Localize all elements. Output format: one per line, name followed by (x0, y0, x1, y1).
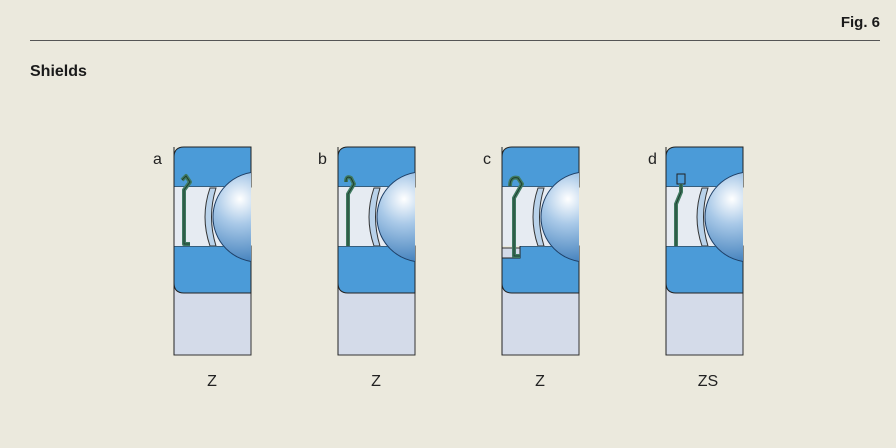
designation-a: Z (207, 373, 217, 390)
ball (704, 172, 743, 262)
cage (696, 187, 709, 247)
header-divider (30, 40, 880, 41)
bearing-section-c (501, 146, 580, 356)
designation-b: Z (371, 373, 381, 390)
bearing-section-a (173, 146, 252, 356)
ball (540, 172, 579, 262)
variant-letter-d: d (648, 151, 657, 168)
figure-label: Fig. 6 (840, 14, 880, 31)
variant-letter-b: b (318, 151, 327, 168)
inner-ring (501, 245, 580, 294)
variant-letter-c: c (483, 151, 491, 168)
bearing-section-d (665, 146, 744, 356)
ball (212, 172, 251, 262)
snap-ring (676, 173, 686, 185)
cage (368, 187, 381, 247)
shield-outline (509, 177, 523, 257)
designation-c: Z (535, 373, 545, 390)
shield-outline (181, 175, 191, 245)
figure-title: Shields (30, 63, 87, 80)
bearing-section-b (337, 146, 416, 356)
shield-outline (675, 184, 682, 246)
shield-outline (345, 176, 355, 246)
ball (376, 172, 415, 262)
designation-d: ZS (698, 373, 718, 390)
cage (204, 187, 217, 247)
cage (532, 187, 545, 247)
variant-letter-a: a (153, 151, 162, 168)
